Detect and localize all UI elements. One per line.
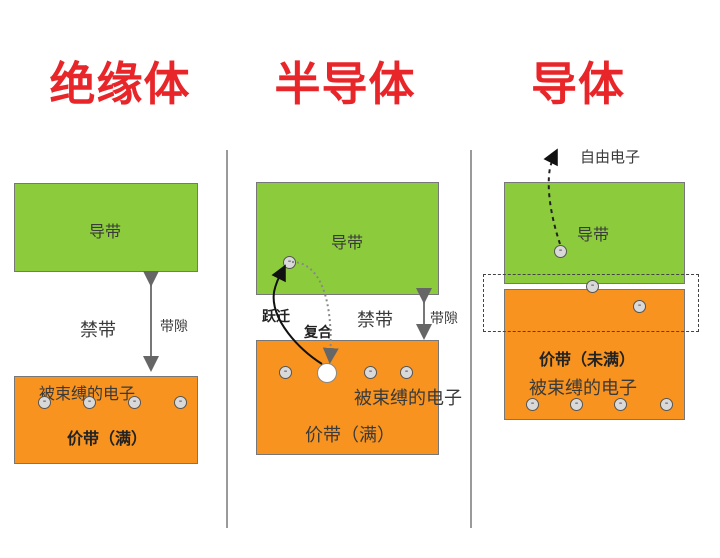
- semiconductor-forbidden-band-label: 禁带: [357, 310, 393, 331]
- semiconductor-recombination-label: 复合: [304, 325, 332, 341]
- insulator-forbidden-band-label: 禁带: [80, 320, 116, 341]
- conductor-valence-band-label: 价带（未满）: [539, 350, 636, 369]
- semiconductor-bound-electrons-label: 被束缚的电子: [354, 388, 462, 409]
- insulator-valence-band: 被束缚的电子 价带（满）: [14, 376, 198, 464]
- semiconductor-conduction-band: 导带: [256, 182, 439, 295]
- semiconductor-electron: -: [400, 366, 413, 379]
- semiconductor-excited-electron: -: [283, 256, 296, 269]
- conductor-title: 导体: [531, 57, 625, 111]
- insulator-electron: -: [128, 396, 141, 409]
- insulator-bound-electrons-label: 被束缚的电子: [39, 384, 136, 403]
- conductor-boundary-electron: -: [586, 280, 599, 293]
- recombination-arrow: [291, 261, 339, 364]
- insulator-electron: -: [174, 396, 187, 409]
- conductor-electron: -: [570, 398, 583, 411]
- conductor-free-electron: -: [554, 245, 567, 258]
- insulator-band-gap-label: 带隙: [160, 319, 188, 335]
- semiconductor-electron: -: [364, 366, 377, 379]
- semiconductor-valence-band: 价带（满）: [256, 340, 439, 455]
- divider-left: [226, 150, 228, 528]
- conductor-valence-electron: -: [633, 300, 646, 313]
- divider-right: [470, 150, 472, 528]
- semiconductor-electron: -: [279, 366, 292, 379]
- conductor-electron: -: [614, 398, 627, 411]
- semiconductor-band-gap-label: 带隙: [430, 311, 458, 327]
- insulator-valence-band-label: 价带（满）: [67, 429, 148, 448]
- insulator-electron: -: [83, 396, 96, 409]
- conductor-bound-electrons-label: 被束缚的电子: [529, 378, 637, 399]
- conductor-conduction-band-label: 导带: [577, 225, 610, 244]
- insulator-conduction-band: 导带: [14, 183, 198, 272]
- conductor-electron: -: [660, 398, 673, 411]
- conductor-electron: -: [526, 398, 539, 411]
- free-electron-arrow: [543, 148, 561, 245]
- semiconductor-valence-band-label: 价带（满）: [305, 425, 395, 446]
- insulator-conduction-band-label: 导带: [89, 222, 122, 241]
- conductor-conduction-band: 导带: [504, 182, 685, 284]
- insulator-title: 绝缘体: [49, 57, 191, 111]
- semiconductor-conduction-band-label: 导带: [331, 233, 364, 252]
- conductor-overlap-region: [483, 274, 699, 332]
- insulator-electron: -: [38, 396, 51, 409]
- transition-arrow: [271, 264, 323, 365]
- semiconductor-title: 半导体: [274, 57, 416, 111]
- conductor-free-electron-label: 自由电子: [580, 148, 641, 166]
- semiconductor-transition-label: 跃迁: [262, 309, 290, 325]
